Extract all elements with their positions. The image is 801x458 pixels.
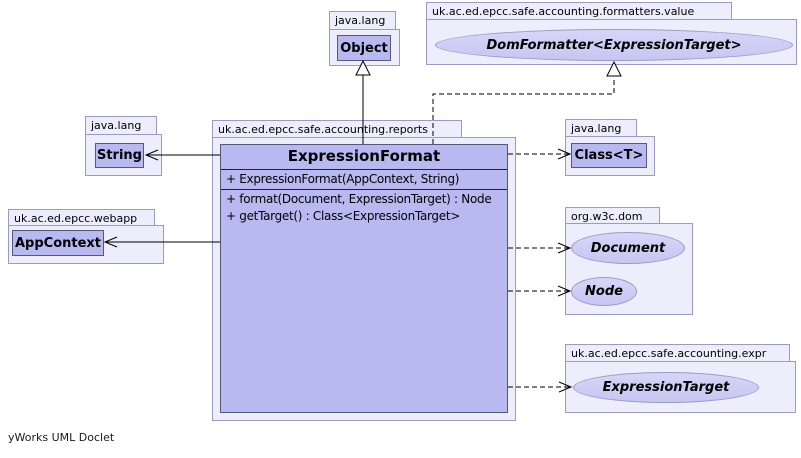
interface-node-document[interactable]: Document	[571, 232, 685, 264]
package-tab-reports: uk.ac.ed.epcc.safe.accounting.reports	[212, 120, 462, 137]
package-tab-java-lang-string: java.lang	[85, 116, 157, 134]
member-constructor: + ExpressionFormat(AppContext, String)	[221, 170, 507, 190]
class-node-object[interactable]: Object	[337, 35, 391, 61]
package-tab-webapp: uk.ac.ed.epcc.webapp	[8, 209, 155, 225]
package-tab-java-lang-class: java.lang	[565, 119, 637, 136]
interface-node-node[interactable]: Node	[571, 277, 637, 306]
edge-dependency-node	[508, 285, 572, 297]
class-name-expressionformat: ExpressionFormat	[221, 145, 507, 170]
edge-dependency-document	[508, 242, 572, 254]
credit-text: yWorks UML Doclet	[8, 431, 115, 444]
interface-node-expressiontarget[interactable]: ExpressionTarget	[573, 372, 759, 403]
package-tab-expr: uk.ac.ed.epcc.safe.accounting.expr	[565, 344, 790, 361]
package-tab-org-w3c-dom: org.w3c.dom	[565, 207, 660, 223]
class-node-class-t[interactable]: Class<T>	[571, 143, 647, 168]
edge-dependency-class-t	[508, 148, 572, 160]
class-node-expressionformat[interactable]: ExpressionFormat + ExpressionFormat(AppC…	[220, 144, 508, 413]
member-method-format: + format(Document, ExpressionTarget) : N…	[226, 192, 492, 206]
edge-dependency-expressiontarget	[508, 381, 573, 393]
member-method-gettarget: + getTarget() : Class<ExpressionTarget>	[226, 209, 460, 223]
interface-node-domformatter[interactable]: DomFormatter<ExpressionTarget>	[435, 29, 793, 61]
class-node-string[interactable]: String	[95, 143, 144, 168]
class-node-appcontext[interactable]: AppContext	[12, 230, 104, 256]
package-tab-java-lang-object: java.lang	[329, 11, 396, 29]
package-tab-formatters-value: uk.ac.ed.epcc.safe.accounting.formatters…	[426, 2, 732, 19]
